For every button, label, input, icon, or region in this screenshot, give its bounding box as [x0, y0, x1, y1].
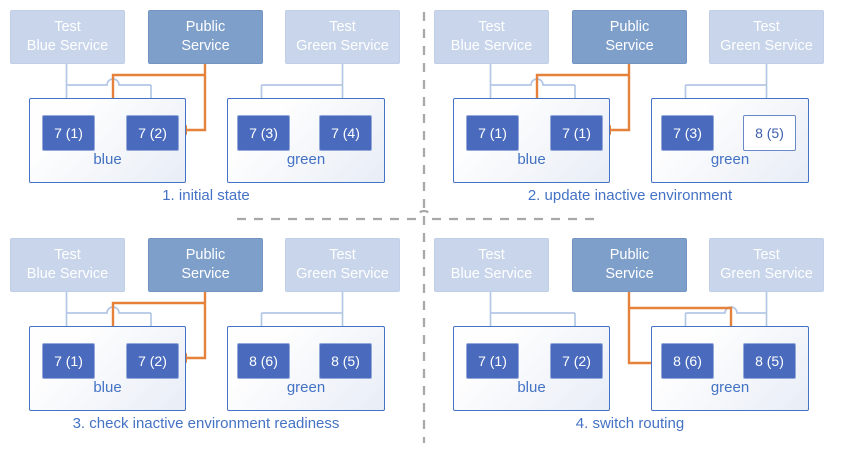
public-service-box: Public Service	[148, 238, 263, 292]
panel-check-inactive-readiness: Test Blue Service Public Service Test Gr…	[0, 228, 424, 456]
environment-label: green	[286, 379, 326, 396]
test-blue-service-box: Test Blue Service	[434, 10, 549, 64]
pod: 7 (1)	[42, 115, 95, 151]
service-label-line: Green Service	[296, 266, 389, 282]
panel-caption: 2. update inactive environment	[527, 187, 733, 204]
blue-environment-box: 7 (1) 7 (2) blue	[29, 326, 186, 411]
test-blue-service-box: Test Blue Service	[434, 238, 549, 292]
panel-initial-state: Test Blue Service Public Service Test Gr…	[0, 0, 424, 228]
pod: 7 (1)	[466, 115, 519, 151]
environment-label: blue	[93, 379, 122, 396]
blue-environment-box: 7 (1) 7 (2) blue	[453, 326, 610, 411]
test-green-service-box: Test Green Service	[285, 10, 400, 64]
service-label-line: Service	[181, 266, 230, 282]
service-label-line: Blue Service	[26, 266, 109, 282]
service-label-line: Test	[753, 19, 780, 35]
service-label-line: Test	[478, 247, 505, 263]
pod: 8 (5)	[743, 343, 796, 379]
service-label-line: Public	[185, 247, 226, 263]
environment-label: blue	[517, 379, 546, 396]
panel-switch-routing: Test Blue Service Public Service Test Gr…	[424, 228, 848, 456]
public-service-box: Public Service	[148, 10, 263, 64]
service-label-line: Public	[609, 247, 650, 263]
service-label-line: Service	[181, 38, 230, 54]
service-label-line: Blue Service	[450, 266, 533, 282]
service-label-line: Green Service	[720, 38, 813, 54]
service-label-line: Test	[478, 19, 505, 35]
service-label-line: Test	[329, 19, 356, 35]
environment-label: blue	[517, 151, 546, 168]
service-label-line: Green Service	[296, 38, 389, 54]
pod: 7 (3)	[661, 115, 714, 151]
environment-label: green	[710, 379, 750, 396]
pod: 8 (5)	[319, 343, 372, 379]
blue-environment-box: 7 (1) 7 (2) blue	[29, 98, 186, 183]
public-service-box: Public Service	[572, 238, 687, 292]
panel-caption: 3. check inactive environment readiness	[72, 415, 340, 432]
pod: 7 (2)	[550, 343, 603, 379]
service-label-line: Test	[54, 19, 81, 35]
service-label-line: Test	[329, 247, 356, 263]
test-blue-service-box: Test Blue Service	[10, 238, 125, 292]
pod: 7 (2)	[126, 343, 179, 379]
service-label-line: Test	[753, 247, 780, 263]
service-label-line: Service	[605, 266, 654, 282]
service-label-line: Green Service	[720, 266, 813, 282]
pod: 7 (1)	[42, 343, 95, 379]
pod: 7 (3)	[237, 115, 290, 151]
test-green-service-box: Test Green Service	[709, 238, 824, 292]
pod: 8 (6)	[661, 343, 714, 379]
panel-update-inactive-environment: Test Blue Service Public Service Test Gr…	[424, 0, 848, 228]
service-label-line: Blue Service	[26, 38, 109, 54]
environment-label: green	[286, 151, 326, 168]
service-label-line: Service	[605, 38, 654, 54]
pod: 7 (2)	[126, 115, 179, 151]
service-label-line: Blue Service	[450, 38, 533, 54]
pod: 7 (4)	[319, 115, 372, 151]
horizontal-divider-line	[237, 209, 595, 221]
test-green-service-box: Test Green Service	[709, 10, 824, 64]
panel-caption: 4. switch routing	[575, 415, 685, 432]
service-label-line: Public	[609, 19, 650, 35]
pod-new-version: 8 (5)	[743, 115, 796, 151]
service-label-line: Test	[54, 247, 81, 263]
test-blue-service-box: Test Blue Service	[10, 10, 125, 64]
green-environment-box: 8 (6) 8 (5) green	[227, 326, 385, 411]
green-environment-box: 8 (6) 8 (5) green	[651, 326, 809, 411]
green-environment-box: 7 (3) 7 (4) green	[227, 98, 385, 183]
pod: 7 (1)	[550, 115, 603, 151]
green-environment-box: 7 (3) 8 (5) green	[651, 98, 809, 183]
pod: 7 (1)	[466, 343, 519, 379]
service-label-line: Public	[185, 19, 226, 35]
panel-caption: 1. initial state	[162, 187, 250, 204]
environment-label: blue	[93, 151, 122, 168]
test-green-service-box: Test Green Service	[285, 238, 400, 292]
blue-environment-box: 7 (1) 7 (1) blue	[453, 98, 610, 183]
public-service-box: Public Service	[572, 10, 687, 64]
environment-label: green	[710, 151, 750, 168]
pod: 8 (6)	[237, 343, 290, 379]
